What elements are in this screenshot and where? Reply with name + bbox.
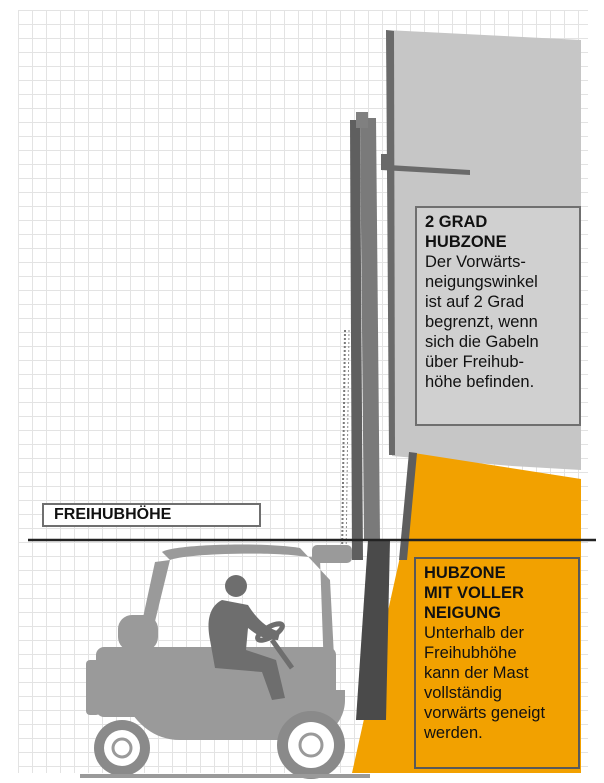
lift-chain — [341, 329, 346, 561]
forklift-mast-inner — [350, 120, 363, 560]
lower-zone-edge — [399, 452, 417, 560]
upper-fork — [381, 154, 470, 175]
mast-top — [356, 112, 368, 128]
two-degree-zone-callout: 2 GRAD HUBZONE Der Vorwärts- neigungswin… — [415, 206, 581, 426]
callout-body: Der Vorwärts- neigungswinkel ist auf 2 G… — [425, 253, 539, 391]
steering-wheel — [255, 621, 295, 670]
driver-figure — [208, 575, 285, 700]
forklift-mast-outer — [360, 118, 380, 540]
upper-zone-edge — [386, 30, 395, 455]
full-tilt-zone-callout: HUBZONE MIT VOLLER NEIGUNG Unterhalb der… — [414, 557, 580, 769]
ground — [80, 774, 370, 778]
callout-heading: 2 GRAD HUBZONE — [425, 213, 507, 251]
free-lift-height-label: FREIHUBHÖHE — [42, 503, 261, 527]
front-wheel — [277, 711, 345, 779]
lift-chain-2 — [345, 329, 350, 561]
callout-body: Unterhalb der Freihubhöhe kann der Mast … — [424, 624, 546, 742]
rear-wheel — [94, 720, 150, 776]
callout-heading: HUBZONE MIT VOLLER NEIGUNG — [424, 564, 524, 622]
forklift-carriage — [356, 540, 390, 720]
